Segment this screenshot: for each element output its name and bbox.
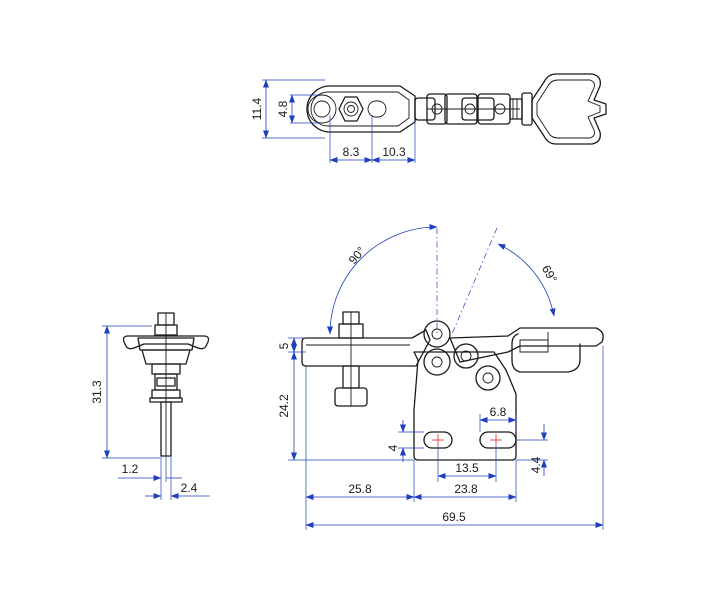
front-view: 90° 69° 5 24.2 4 4.4 [277, 224, 604, 530]
dim-10-3: 10.3 [382, 145, 406, 159]
dim-31-3: 31.3 [90, 380, 104, 404]
top-view-outline [306, 73, 607, 145]
dim-5: 5 [277, 342, 291, 349]
dim-6-8: 6.8 [490, 405, 507, 419]
side-view-outline [122, 312, 210, 457]
dim-1-2: 1.2 [122, 462, 139, 476]
top-view: 11.4 4.8 8.3 10.3 [250, 73, 607, 163]
dim-11-4: 11.4 [250, 97, 264, 120]
angle-90: 90° [346, 244, 369, 267]
dim-4: 4 [386, 444, 400, 451]
front-view-outline [301, 311, 604, 461]
front-view-dimensions: 90° 69° 5 24.2 4 4.4 [277, 224, 604, 530]
top-view-dimensions: 11.4 4.8 8.3 10.3 [250, 79, 416, 163]
dim-2-4: 2.4 [181, 481, 198, 495]
side-view: 31.3 1.2 2.4 [90, 312, 210, 500]
dim-8-3: 8.3 [343, 145, 360, 159]
dim-69-5: 69.5 [442, 510, 466, 524]
angle-69: 69° [539, 263, 560, 286]
dim-25-8: 25.8 [348, 482, 372, 496]
side-view-dimensions: 31.3 1.2 2.4 [90, 325, 210, 500]
dim-4-4: 4.4 [529, 456, 543, 473]
dim-13-5: 13.5 [455, 461, 479, 475]
dim-4-8: 4.8 [276, 100, 290, 117]
dim-24-2: 24.2 [277, 394, 291, 418]
dim-23-8: 23.8 [454, 482, 478, 496]
